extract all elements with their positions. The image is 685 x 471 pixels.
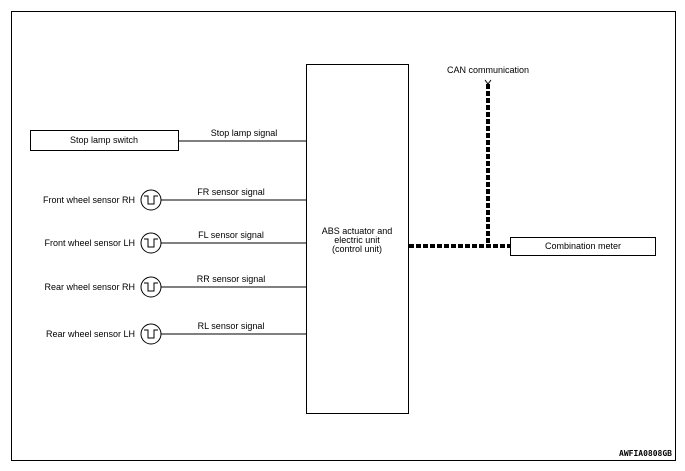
abs-control-unit-label-line-2: electric unit [334, 235, 380, 245]
sensor-signal-label: RR sensor signal [197, 274, 266, 284]
sensor-label: Front wheel sensor LH [44, 238, 135, 248]
sensor-front-left: Front wheel sensor LH FL sensor signal [44, 230, 306, 254]
can-communication: CAN communication [409, 65, 529, 248]
combination-meter: Combination meter [510, 237, 656, 256]
abs-control-unit-label-line-1: ABS actuator and [322, 226, 393, 236]
stop-lamp-signal-label: Stop lamp signal [211, 128, 278, 138]
sensor-front-right: Front wheel sensor RH FR sensor signal [43, 187, 306, 211]
figure-code: AWFIA0808GB [619, 449, 672, 458]
abs-control-unit-label-line-3: (control unit) [332, 244, 382, 254]
sensor-rear-left: Rear wheel sensor LH RL sensor signal [46, 321, 306, 345]
stop-lamp-switch: Stop lamp switch Stop lamp signal [30, 128, 306, 151]
wheel-sensor-icon-pulse [144, 238, 158, 248]
sensor-signal-label: RL sensor signal [198, 321, 265, 331]
sensor-label: Rear wheel sensor LH [46, 329, 135, 339]
abs-control-unit: ABS actuator and electric unit (control … [306, 64, 409, 414]
abs-control-unit-box [306, 64, 409, 414]
combination-meter-label: Combination meter [545, 241, 621, 251]
stop-lamp-switch-label: Stop lamp switch [70, 135, 138, 145]
can-communication-label: CAN communication [447, 65, 529, 75]
stop-lamp-switch-box [30, 130, 179, 151]
wheel-sensor-icon-pulse [144, 329, 158, 339]
sensor-signal-label: FL sensor signal [198, 230, 264, 240]
sensor-label: Front wheel sensor RH [43, 195, 135, 205]
wheel-sensor-icon-pulse [144, 195, 158, 205]
sensor-label: Rear wheel sensor RH [44, 282, 135, 292]
sensor-signal-label: FR sensor signal [197, 187, 265, 197]
combination-meter-box [510, 237, 656, 256]
sensor-rear-right: Rear wheel sensor RH RR sensor signal [44, 274, 306, 298]
wheel-sensor-icon-pulse [144, 282, 158, 292]
